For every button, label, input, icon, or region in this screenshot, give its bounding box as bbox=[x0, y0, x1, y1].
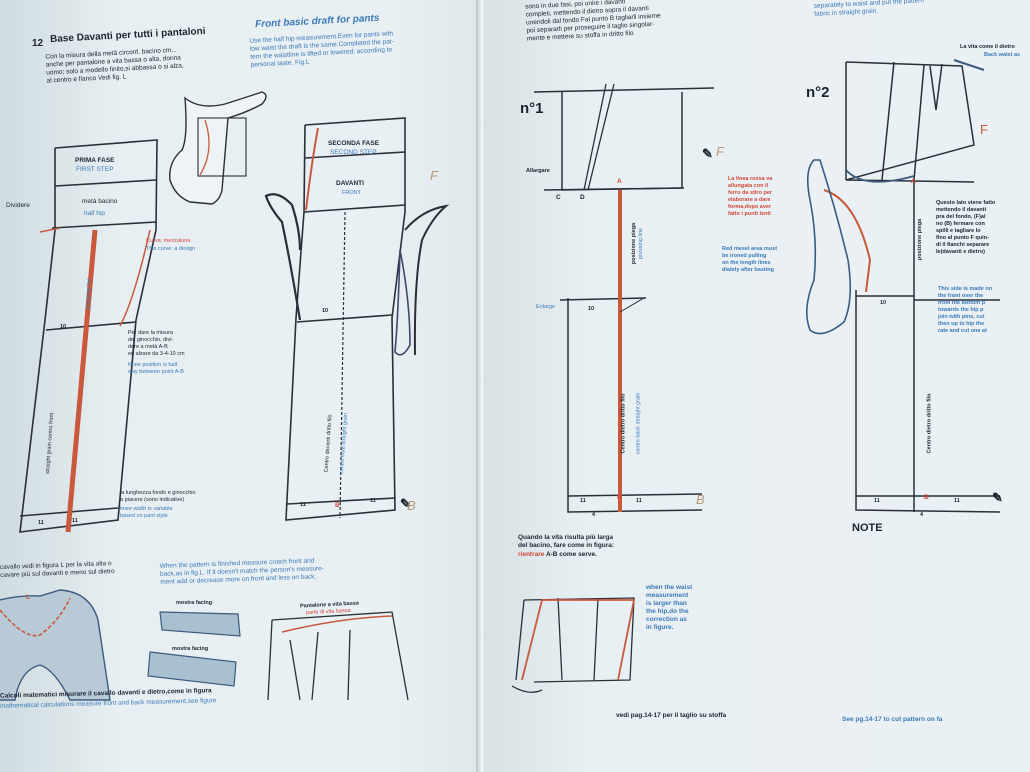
point-A-fig2: A bbox=[911, 178, 916, 185]
num-10-a: 10 bbox=[60, 324, 67, 330]
second-step-pattern bbox=[285, 117, 406, 521]
num-10-fig2: 10 bbox=[880, 300, 887, 306]
first-step-grain-line bbox=[65, 229, 98, 533]
pencil-mark-P: ✎ bbox=[992, 490, 1003, 505]
num-11-fig2-a: 11 bbox=[874, 498, 880, 504]
pencil-mark-F: ✎ bbox=[702, 146, 713, 161]
figure-n2-label: n°2 bbox=[806, 84, 830, 101]
left-pattern-drawing bbox=[0, 91, 450, 701]
num-11-c: 11 bbox=[300, 502, 306, 508]
point-B-front: B bbox=[335, 502, 340, 509]
num-11-a: 11 bbox=[38, 520, 44, 526]
num-11-d: 11 bbox=[370, 498, 376, 504]
curve-ruler-top bbox=[169, 91, 267, 205]
page-number: 12 bbox=[32, 38, 44, 49]
point-D: D bbox=[580, 194, 585, 201]
figure-L-label: L bbox=[26, 594, 30, 601]
right-pattern-drawing bbox=[511, 59, 1001, 693]
facing-piece-2 bbox=[147, 651, 237, 687]
low-waist-sketch bbox=[267, 611, 409, 701]
front-label-it: DAVANTI bbox=[336, 180, 364, 187]
facing-label-1: mostra facing bbox=[176, 600, 213, 606]
num-4-fig1: 4 bbox=[592, 512, 596, 518]
num-11-fig1-b: 11 bbox=[636, 498, 642, 504]
divide-label: Dividere bbox=[6, 202, 30, 209]
facing-label-2: mostra facing bbox=[172, 646, 209, 652]
waist-note-it2: rientrare A-B come serve. bbox=[518, 551, 597, 558]
waist-correction-figure bbox=[515, 597, 635, 683]
crotch-figure bbox=[0, 589, 111, 701]
handwritten-B-fig1: B bbox=[696, 492, 705, 507]
num-4-fig2: 4 bbox=[920, 512, 924, 518]
pressing-line-en: pressing line bbox=[637, 228, 644, 259]
step2-label-en: SECOND STEP bbox=[330, 149, 377, 156]
enlarge-label-en: Enlarge bbox=[536, 304, 555, 310]
point-C: C bbox=[556, 194, 561, 201]
see-pages-en: See pg.14-17 to cut pattern on fa bbox=[842, 716, 943, 723]
point-B-fig2: B bbox=[924, 494, 929, 501]
step1-label-en: FIRST STEP bbox=[76, 166, 114, 173]
enlarge-label-it: Allargare bbox=[526, 168, 550, 174]
centre-back-en: centre back straight grain bbox=[635, 392, 642, 455]
num-11-fig1-a: 11 bbox=[580, 498, 586, 504]
centre-back-it: Centro dietro dritto filo bbox=[620, 393, 627, 454]
handwritten-F-fig2: F bbox=[980, 122, 988, 137]
half-hip-it: metà bacino bbox=[82, 198, 118, 205]
num-11-fig2-b: 11 bbox=[954, 498, 960, 504]
num-11-b: 11 bbox=[72, 518, 78, 524]
curve-ruler-right bbox=[404, 204, 450, 356]
num-10-b: 10 bbox=[322, 308, 329, 314]
curve-ruler-left bbox=[264, 193, 302, 321]
step1-label-it: PRIMA FASE bbox=[75, 157, 115, 164]
half-hip-en: half hip bbox=[84, 210, 105, 217]
handwritten-F-fig1: F bbox=[716, 144, 724, 159]
facing-piece-1 bbox=[159, 611, 241, 637]
curve-note-en: This curve: a design bbox=[146, 246, 196, 252]
left-page: 12 Base Davanti per tutti i pantaloni Fr… bbox=[0, 0, 480, 772]
pressing-fig2-it: posizione piega bbox=[917, 218, 924, 261]
front-label-en: FRONT bbox=[342, 190, 361, 196]
centre-back-fig2-it: Centro dietro dritto filo bbox=[926, 393, 933, 454]
curve-ruler-figure2 bbox=[806, 159, 852, 335]
pressing-line-label: pressing line bbox=[85, 277, 93, 310]
figure-n1-label: n°1 bbox=[520, 100, 544, 117]
back-waist-note-en: Back waist as bbox=[984, 52, 1021, 58]
handwritten-F: F bbox=[430, 168, 438, 183]
note-label: NOTE bbox=[852, 522, 883, 534]
point-A-fig1: A bbox=[617, 178, 622, 185]
pencil-mark-B: ✎ bbox=[400, 496, 411, 511]
see-pages-it: vedi pag.14-17 per il taglio su stoffa bbox=[616, 712, 727, 719]
curve-note-it: Curva: mezzaluna bbox=[146, 238, 191, 244]
back-waist-note-it: La vita come il dietro bbox=[960, 44, 1015, 50]
point-B-fig1: B bbox=[617, 494, 622, 501]
handwritten-B: B bbox=[407, 498, 416, 513]
num-10-fig1: 10 bbox=[588, 306, 595, 312]
figure-2-pattern bbox=[845, 61, 1001, 513]
step2-label-it: SECONDA FASE bbox=[328, 140, 380, 147]
